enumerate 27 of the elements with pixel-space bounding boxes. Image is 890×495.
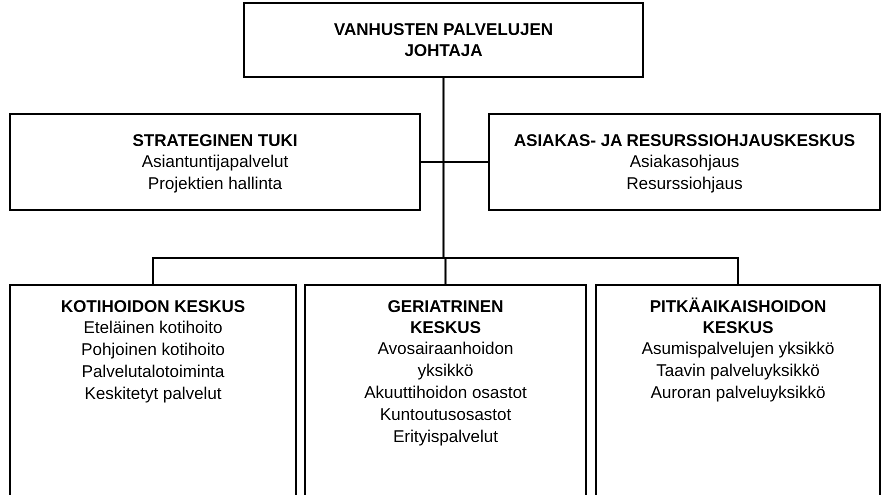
org-unit-box <box>304 284 587 495</box>
unit-item: Auroran palveluyksikkö <box>650 382 826 404</box>
unit-title: ASIAKAS- JA RESURSSIOHJAUSKESKUS <box>514 130 856 150</box>
unit-title: GERIATRINEN KESKUS <box>386 296 504 338</box>
org-unit-box <box>9 113 421 211</box>
unit-item: Asumispalvelujen yksikkö <box>642 338 834 360</box>
unit-title: PITKÄAIKAISHOIDON KESKUS <box>648 296 828 338</box>
unit-item: Asiakasohjaus <box>630 150 740 172</box>
org-unit-box <box>488 113 881 211</box>
unit-item: Akuuttihoidon osastot <box>364 382 527 404</box>
unit-item: Erityispalvelut <box>393 426 498 448</box>
unit-item: Palvelutalotoiminta <box>82 361 224 383</box>
unit-item: Keskitetyt palvelut <box>84 383 222 405</box>
unit-title: KOTIHOIDON KESKUS <box>60 296 246 317</box>
unit-item: Asiantuntijapalvelut <box>142 150 288 172</box>
unit-item: Projektien hallinta <box>148 172 282 194</box>
org-unit-box <box>9 284 297 495</box>
org-unit-box <box>243 2 644 78</box>
unit-item: Resurssiohjaus <box>626 172 743 194</box>
unit-item: Pohjoinen kotihoito <box>81 339 225 361</box>
unit-title: VANHUSTEN PALVELUJEN JOHTAJA <box>332 19 554 61</box>
unit-item: Avosairaanhoidon yksikkö <box>376 338 514 382</box>
unit-item: Kuntoutusosastot <box>380 404 512 426</box>
org-unit-box <box>595 284 881 495</box>
unit-title: STRATEGINEN TUKI <box>132 130 298 150</box>
unit-item: Eteläinen kotihoito <box>84 317 222 339</box>
unit-item: Taavin palveluyksikkö <box>656 360 820 382</box>
